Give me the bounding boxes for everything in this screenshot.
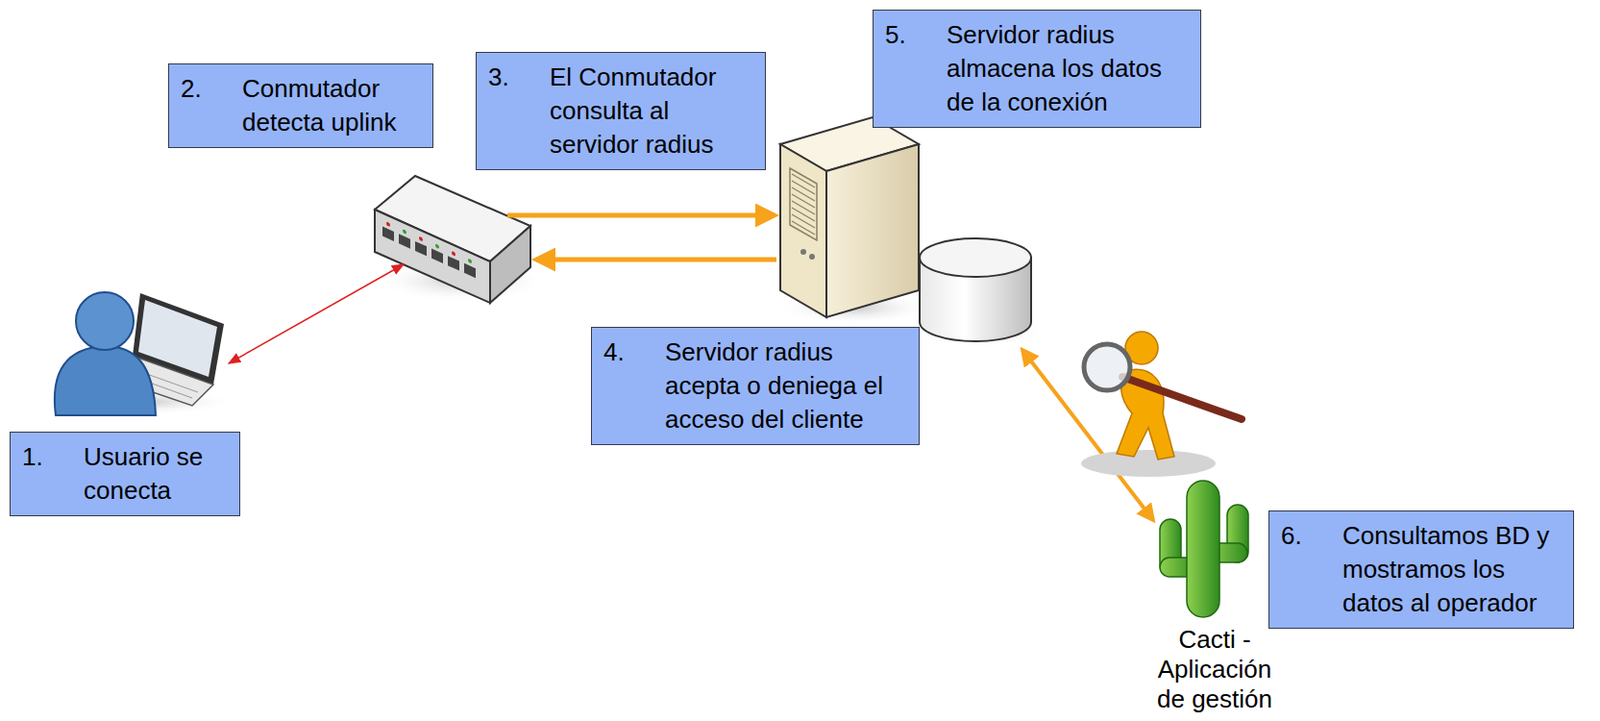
step-box: 6.Consultamos BD y mostramos los datos a… — [1268, 510, 1575, 629]
step-number: 3. — [488, 60, 550, 95]
step-number: 6. — [1280, 518, 1343, 553]
step-box: 4.Servidor radius acepta o deniega el ac… — [590, 326, 920, 445]
query-arrow — [507, 213, 775, 219]
step-box: 2.Conmutador detecta uplink — [168, 63, 434, 148]
link-line — [228, 264, 404, 364]
step-text-group: Servidor radius acepta o deniega el acce… — [664, 335, 908, 437]
step-number: 4. — [603, 335, 665, 370]
step-box: 1.Usuario se conecta — [9, 431, 241, 517]
app-label: Cacti - Aplicación de gestión — [1142, 624, 1287, 714]
step-text: Conmutador detecta uplink — [242, 72, 421, 140]
step-text-group: Consultamos BD y mostramos los datos al … — [1342, 518, 1562, 620]
server-icon — [778, 117, 933, 325]
step-text: El Conmutador consulta al servidor radiu… — [549, 60, 754, 162]
step-text: Servidor radius acepta o deniega el acce… — [664, 335, 908, 437]
step-text-group: Servidor radius almacena los datos de la… — [946, 18, 1189, 120]
step-box: 5.Servidor radius almacena los datos de … — [872, 9, 1202, 128]
switch-icon — [374, 175, 548, 303]
step-number: 5. — [885, 18, 947, 52]
step-text: Usuario se conecta — [83, 440, 228, 508]
operator-icon — [1081, 331, 1242, 477]
step-text-group: El Conmutador consulta al servidor radiu… — [549, 60, 754, 162]
step-text-group: Usuario se conecta — [83, 440, 228, 508]
user-icon — [52, 292, 236, 416]
database-icon — [912, 238, 1048, 347]
step-number: 1. — [22, 440, 84, 474]
cactus-icon — [1159, 480, 1249, 617]
step-text: Consultamos BD y mostramos los datos al … — [1342, 518, 1562, 620]
step-text: Servidor radius almacena los datos de la… — [946, 18, 1189, 120]
step-number: 2. — [180, 72, 243, 106]
reply-arrow — [536, 257, 777, 263]
step-text-group: Conmutador detecta uplink — [242, 72, 421, 140]
step-box: 3.El Conmutador consulta al servidor rad… — [475, 51, 766, 171]
